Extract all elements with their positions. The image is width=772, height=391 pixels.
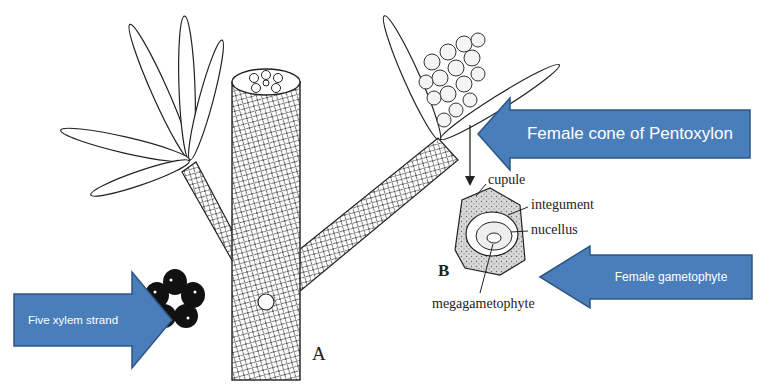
leaf [59, 122, 191, 167]
leaf-scar [258, 294, 274, 310]
stem [232, 82, 300, 380]
callout-text: Female cone of Pentoxylon [527, 124, 733, 144]
callout-text: Female gametophyte [615, 270, 728, 284]
arrow-callout: Female cone of Pentoxylon [478, 98, 750, 170]
leaf [89, 154, 192, 201]
figure-letter: B [438, 262, 449, 281]
stem-section [232, 69, 300, 95]
left-branch [182, 162, 233, 262]
arrow-outline [478, 98, 750, 170]
pointer-line [469, 125, 470, 180]
arrow-callout: Female gametophyte [540, 246, 752, 308]
right-branch [299, 138, 458, 292]
part-label: megagametophyte [432, 296, 535, 311]
megagametophyte-shape [487, 233, 501, 243]
arrow-callout: Five xylem strand [14, 272, 172, 368]
leaf [183, 38, 229, 161]
cone-cluster [419, 33, 485, 127]
left-leaves [59, 16, 229, 202]
nucellus-shape [476, 222, 512, 250]
part-label: integument [531, 197, 594, 212]
arrow-outline [540, 246, 752, 308]
part-label: cupule [488, 172, 525, 187]
pointer-head [465, 176, 475, 186]
figure-letter: A [312, 344, 326, 365]
callout-text: Five xylem strand [28, 314, 118, 326]
arrow-outline [14, 272, 172, 368]
part-label: nucellus [531, 222, 578, 237]
leader-lines [476, 184, 528, 293]
stem-steles [250, 71, 283, 93]
